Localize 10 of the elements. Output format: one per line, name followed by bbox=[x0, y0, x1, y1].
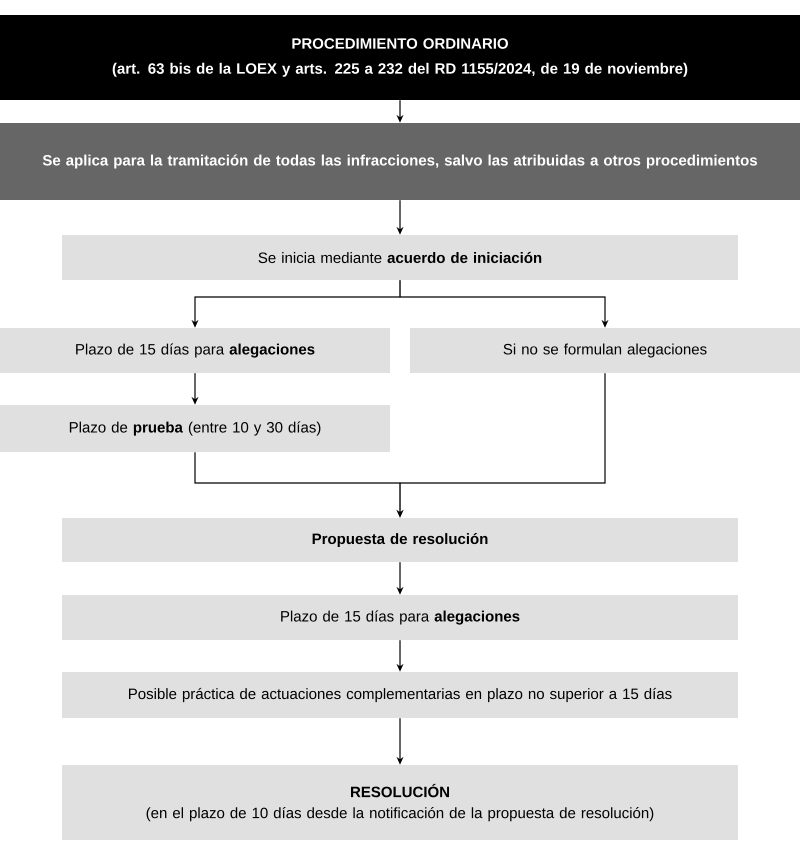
process-box: Si no se formulan alegaciones bbox=[410, 328, 800, 373]
process-box: Plazo de 15 días para alegaciones bbox=[62, 595, 738, 640]
process-box: Plazo de 15 días para alegaciones bbox=[0, 328, 390, 373]
title-banner: PROCEDIMIENTO ORDINARIO (art. 63 bis de la LOEX y arts. 225 a 232 del RD 1155/2024, de 19 de noviembre) bbox=[0, 15, 800, 100]
result-box: RESOLUCIÓN (en el plazo de 10 días desde la notificación de la propuesta de resolución) bbox=[62, 765, 738, 840]
process-box: Propuesta de resolución bbox=[62, 518, 738, 562]
process-box: Posible práctica de actuaciones complementarias en plazo no superior a 15 días bbox=[62, 672, 738, 718]
scope-box: Se aplica para la tramitación de todas las infracciones, salvo las atribuidas a otros procedimientos bbox=[0, 123, 800, 200]
process-box: Se inicia mediante acuerdo de iniciación bbox=[62, 235, 738, 280]
process-box: Plazo de prueba (entre 10 y 30 días) bbox=[0, 405, 390, 452]
